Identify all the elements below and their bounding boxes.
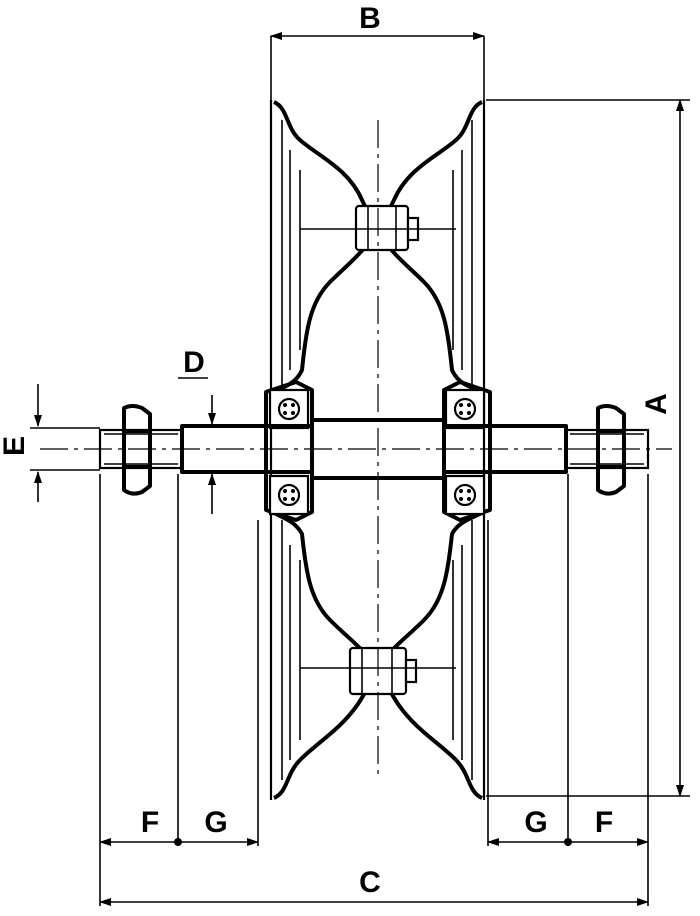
dimension-label-g-left: G [204, 806, 227, 839]
dimension-label-a: A [640, 393, 673, 415]
hub-and-bearings [264, 380, 492, 522]
dimension-label-c: C [359, 866, 381, 899]
dimension-label-g-right: G [524, 806, 547, 839]
dimension-label-f-left: F [141, 806, 159, 839]
dimension-lines [30, 32, 690, 906]
dimension-label-f-right: F [595, 806, 613, 839]
wheel-body [269, 100, 486, 800]
dimension-label-e: E [0, 436, 31, 456]
dimension-label-d: D [183, 346, 205, 379]
axle [40, 120, 672, 780]
dimension-label-b: B [359, 2, 381, 35]
